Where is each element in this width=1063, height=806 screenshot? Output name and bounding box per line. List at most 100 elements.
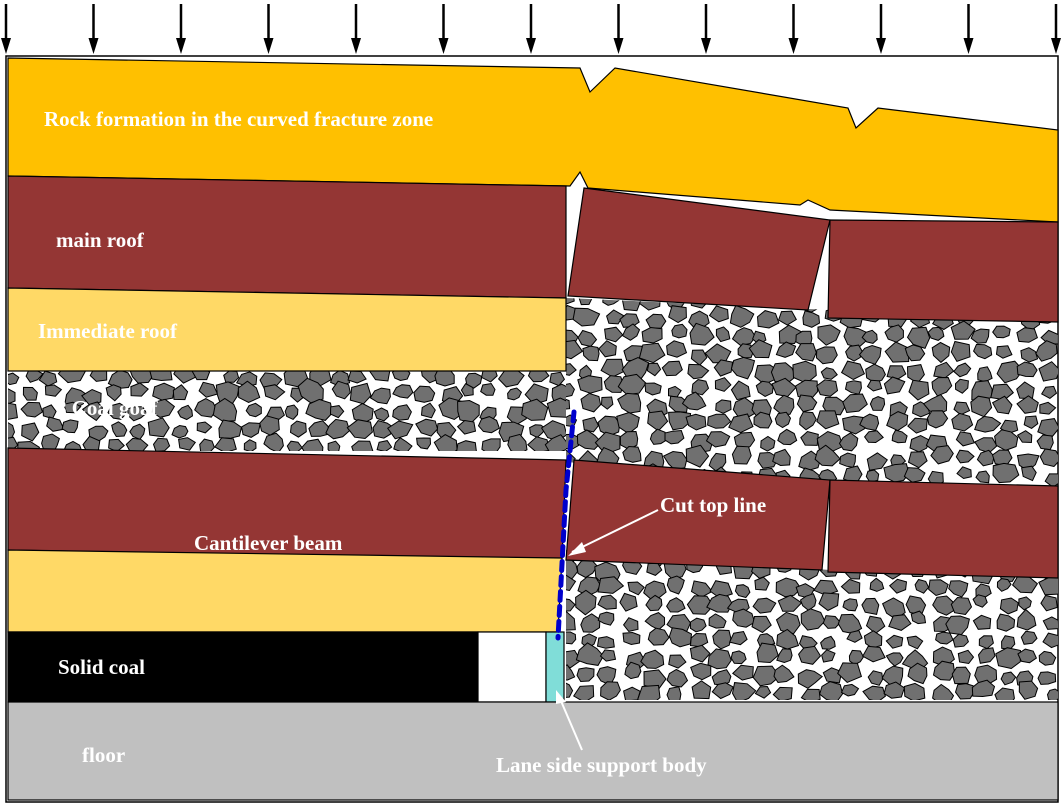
rock-fragment: [932, 595, 956, 616]
rock-fragment: [666, 597, 686, 613]
rock-fragment: [577, 329, 598, 348]
rock-fragment: [666, 686, 682, 700]
rock-fragment: [177, 404, 194, 421]
rock-fragment: [707, 413, 732, 429]
rock-fragment: [8, 402, 18, 420]
rock-fragment: [575, 642, 605, 666]
rock-fragment: [329, 405, 345, 419]
rock-fragment: [927, 326, 945, 341]
rock-fragment: [708, 613, 727, 629]
rock-fragment: [619, 313, 640, 328]
rock-fragment: [817, 324, 841, 346]
support-pointer-head: [556, 690, 566, 704]
rock-fragment: [859, 413, 880, 431]
rock-fragment: [1041, 385, 1058, 399]
rock-fragment: [594, 431, 621, 455]
rock-fragment: [933, 361, 955, 379]
rock-fragment: [866, 379, 883, 392]
rock-fragment: [862, 645, 886, 663]
rock-fragment: [730, 380, 751, 401]
rock-fragment: [950, 596, 973, 616]
rock-fragment: [241, 422, 261, 438]
label-main-roof: main roof: [56, 228, 145, 252]
rock-fragment: [886, 411, 909, 432]
rock-fragment: [305, 398, 333, 421]
rock-fragment: [1042, 616, 1058, 630]
rock-fragment: [799, 593, 817, 612]
rock-fragment: [549, 371, 566, 387]
rock-fragment: [61, 419, 79, 434]
rock-fragment: [865, 469, 880, 483]
rock-fragment: [867, 670, 884, 686]
label-immediate-roof: Immediate roof: [38, 319, 178, 343]
rock-fragment: [325, 418, 351, 440]
rock-fragment: [1039, 401, 1057, 415]
rock-fragment: [685, 444, 710, 468]
rock-fragment: [465, 372, 483, 389]
rock-fragment: [63, 401, 82, 414]
rock-fragment: [481, 371, 498, 383]
rock-fragment: [460, 383, 474, 397]
rock-fragment: [81, 388, 102, 406]
load-arrow-head: [526, 38, 536, 54]
rock-fragment: [21, 422, 40, 442]
rock-fragment: [566, 556, 579, 580]
rock-fragment: [926, 410, 949, 429]
rock-fragment: [955, 449, 975, 464]
rock-fragment: [351, 440, 374, 451]
load-arrow-head: [613, 38, 624, 54]
rock-fragment: [198, 381, 219, 398]
rock-fragment: [755, 380, 774, 397]
rock-fragment: [661, 360, 683, 377]
rock-fragment: [775, 341, 797, 358]
rock-fragment: [477, 416, 501, 434]
rock-fragment: [861, 597, 880, 615]
rock-fragment: [82, 435, 101, 451]
rock-fragment: [888, 614, 912, 631]
rock-fragment: [956, 466, 972, 480]
load-arrow-head: [1, 38, 11, 54]
rock-fragment: [1021, 465, 1037, 482]
rock-fragment: [858, 344, 882, 365]
rock-fragment: [863, 430, 884, 444]
rock-fragment: [772, 686, 793, 700]
rock-fragment: [1040, 329, 1058, 345]
rock-fragment: [599, 649, 617, 662]
rock-fragment: [816, 410, 840, 430]
rock-fragment: [81, 401, 103, 422]
rock-fragment: [945, 615, 970, 636]
rock-fragment: [481, 438, 501, 451]
rock-fragment: [686, 595, 714, 615]
rock-fragment: [627, 581, 645, 596]
load-arrow-head: [351, 38, 361, 54]
rock-fragment: [597, 576, 625, 594]
rock-fragment: [44, 384, 63, 397]
rock-fragment: [844, 380, 862, 395]
rock-fragment: [566, 397, 571, 411]
rock-fragment: [111, 421, 128, 438]
rock-fragment: [975, 470, 990, 484]
rock-fragment: [799, 411, 817, 431]
label-coal-goaf: 8 Coal goaf: [56, 396, 159, 420]
rock-fragment: [837, 662, 863, 683]
rock-fragment: [951, 412, 974, 432]
rock-fragment: [712, 629, 732, 650]
rock-fragment: [800, 430, 819, 446]
rock-fragment: [814, 444, 841, 467]
rock-fragment: [1046, 688, 1058, 700]
rock-fragment: [798, 645, 822, 665]
rock-fragment: [369, 387, 391, 405]
rock-fragment: [931, 376, 953, 397]
rock-fragment: [991, 395, 1013, 415]
cantilever-block-1: [565, 459, 831, 571]
main-roof-block-1: [567, 187, 831, 311]
rock-fragment: [129, 423, 146, 440]
rock-fragment: [671, 323, 688, 339]
rock-fragment: [800, 608, 826, 631]
rock-fragment: [668, 385, 682, 398]
rock-fragment: [415, 418, 439, 437]
rock-fragment: [932, 660, 956, 681]
rock-fragment: [691, 680, 712, 700]
rock-fragment: [1018, 596, 1032, 611]
rock-fragment: [149, 371, 173, 382]
